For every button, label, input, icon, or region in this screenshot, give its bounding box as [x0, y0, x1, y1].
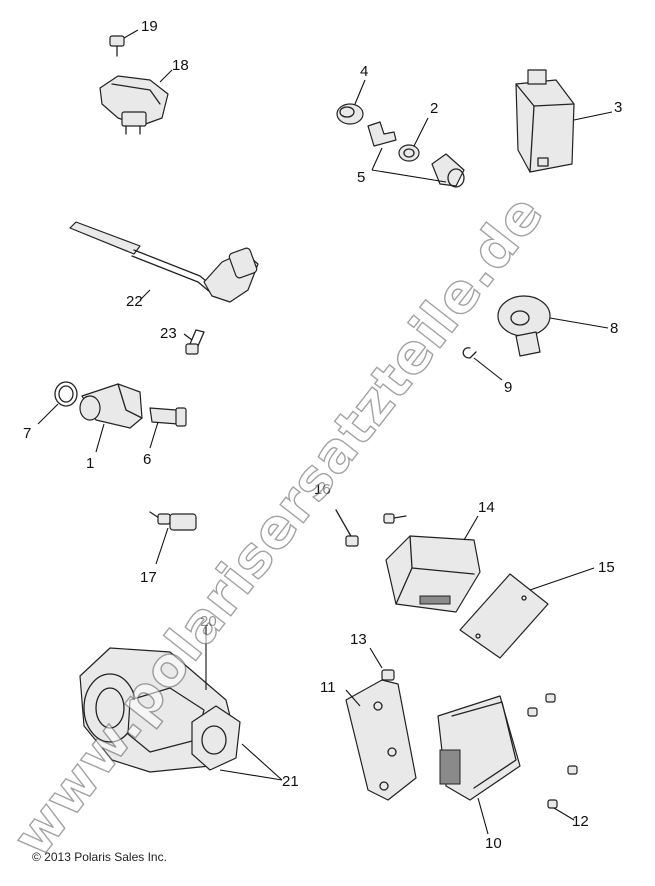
callout-4: 4: [360, 63, 368, 80]
callout-19: 19: [141, 18, 158, 35]
part-19-bolt: [109, 35, 125, 57]
part-4-cap: [336, 103, 364, 125]
part-23-bolt: [185, 329, 205, 355]
part-15-plate: [459, 573, 549, 659]
part-17-temp-sensor: [149, 511, 197, 531]
part-22-sensor-cable: [69, 221, 259, 303]
part-10-ecu: [437, 695, 521, 801]
callout-20: 20: [200, 613, 217, 630]
part-2-ring: [398, 144, 420, 162]
part-16-screw: [335, 509, 359, 547]
callout-8: 8: [610, 320, 618, 337]
part-5-key: [367, 121, 397, 147]
callout-13: 13: [350, 631, 367, 648]
part-13-nut: [381, 669, 395, 681]
copyright-notice: © 2013 Polaris Sales Inc.: [32, 850, 167, 864]
callout-2: 2: [430, 100, 438, 117]
callout-5: 5: [357, 169, 365, 186]
callout-23: 23: [160, 325, 177, 342]
part-18-map-sensor: [99, 75, 169, 135]
callout-15: 15: [598, 559, 615, 576]
callout-7: 7: [23, 425, 31, 442]
callout-14: 14: [478, 499, 495, 516]
callout-16: 16: [314, 481, 331, 498]
callout-21: 21: [282, 773, 299, 790]
part-21-motor: [191, 705, 241, 771]
part-8-knock-sensor: [497, 295, 551, 357]
callout-10: 10: [485, 835, 502, 852]
callout-1: 1: [86, 455, 94, 472]
part-3-relay: [515, 69, 575, 173]
part-7-oring: [54, 381, 78, 407]
callout-6: 6: [143, 451, 151, 468]
part-12-screws: [527, 693, 578, 809]
part-1-cam-sensor: [79, 383, 143, 429]
part-6-bolt: [149, 407, 187, 427]
callout-12: 12: [572, 813, 589, 830]
callout-9: 9: [504, 379, 512, 396]
callout-11: 11: [320, 679, 336, 696]
part-11-bracket: [345, 679, 417, 801]
part-5-switch: [431, 153, 465, 188]
callout-22: 22: [126, 293, 143, 310]
screw-icon: [383, 513, 407, 524]
callout-3: 3: [614, 99, 622, 116]
part-14-housing: [385, 535, 481, 613]
callout-18: 18: [172, 57, 189, 74]
part-9-clip: [462, 347, 477, 359]
callout-17: 17: [140, 569, 157, 586]
